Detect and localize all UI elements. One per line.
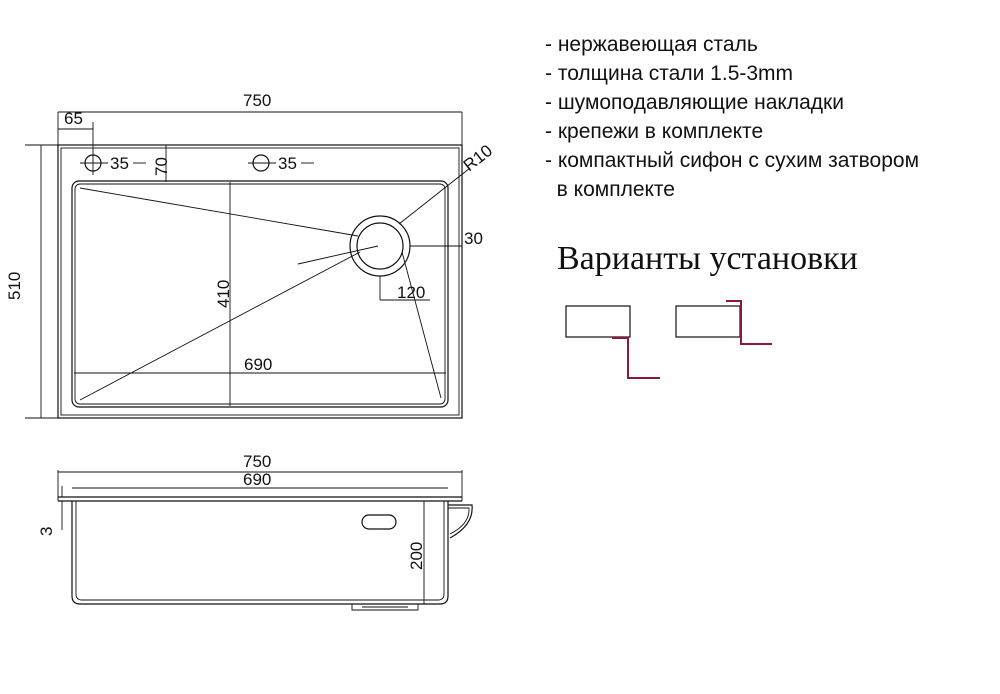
install-options-title: Варианты установки <box>557 240 858 277</box>
dim-drain-offset-30: 30 <box>464 229 483 248</box>
side-drain <box>351 604 419 611</box>
feature-item: - нержавеющая сталь <box>545 33 758 56</box>
feature-item: - толщина стали 1.5-3mm <box>545 62 794 85</box>
side-dim-inner-690: 690 <box>243 470 271 489</box>
overflow-slot <box>361 514 397 530</box>
dim-bowl-width-690: 690 <box>244 355 272 374</box>
install-option-overmount <box>675 300 772 345</box>
side-view: 750 690 200 3 <box>37 452 473 611</box>
dim-width-750: 750 <box>243 91 271 110</box>
dim-hole-offset-65: 65 <box>64 109 83 128</box>
drain-inner <box>356 222 404 270</box>
top-view: 750 65 35 70 35 R10 30 120 410 690 <box>5 91 496 419</box>
dim-edge-70: 70 <box>152 157 171 176</box>
undermount-profile <box>612 337 660 379</box>
side-dim-width-750: 750 <box>243 452 271 471</box>
sink-deck-inner <box>60 147 460 416</box>
feature-list: - нержавеющая сталь - толщина стали 1.5-… <box>545 30 995 204</box>
bowl-inner <box>74 183 446 405</box>
bowl-outline <box>71 180 449 408</box>
side-dim-thickness-3: 3 <box>37 527 56 536</box>
dim-hole-1-35: 35 <box>110 154 129 173</box>
install-option-undermount <box>565 305 660 379</box>
dim-radius-r10: R10 <box>460 141 496 175</box>
feature-item: - шумоподавляющие накладки <box>545 91 844 114</box>
side-bowl <box>71 501 449 605</box>
dim-height-510: 510 <box>5 272 24 300</box>
dim-bowl-depth-410: 410 <box>214 280 233 308</box>
overmount-profile <box>726 300 772 345</box>
side-dim-depth-200: 200 <box>407 542 426 570</box>
dim-hole-2-35: 35 <box>278 154 297 173</box>
dim-drain-120: 120 <box>397 283 425 302</box>
feature-item: в комплекте <box>545 178 675 201</box>
side-flap <box>448 504 473 539</box>
feature-item: - компактный сифон с сухим затвором <box>545 149 920 172</box>
sink-outline <box>57 144 463 419</box>
drain-outer <box>349 215 411 277</box>
feature-item: - крепежи в комплекте <box>545 120 764 143</box>
